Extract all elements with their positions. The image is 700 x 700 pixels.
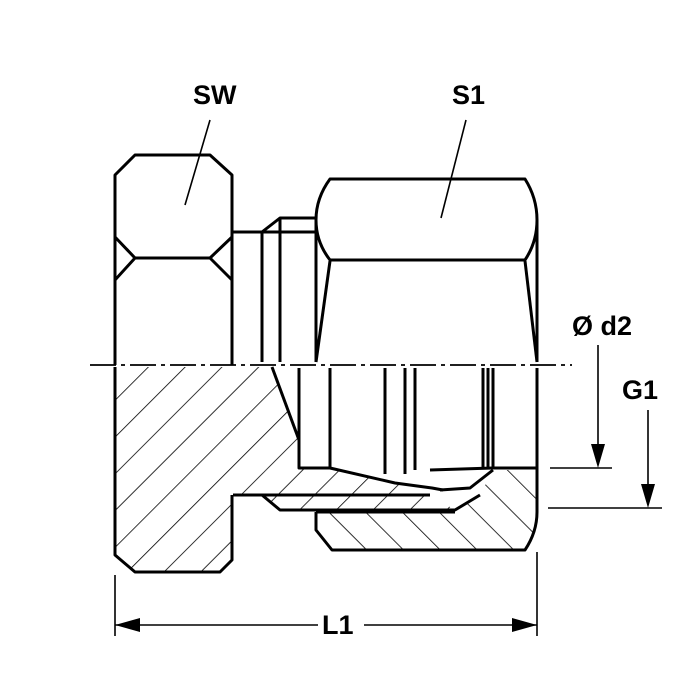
section-plug-body	[115, 367, 299, 572]
d2-label: Ø d2	[572, 311, 633, 341]
sw-hex-body	[113, 153, 234, 365]
s1-hex-body	[314, 177, 539, 363]
neck	[232, 216, 316, 362]
bore-lines	[383, 368, 495, 474]
section-nut	[316, 470, 537, 550]
s1-label: S1	[452, 80, 486, 110]
d2-dimension	[550, 345, 612, 469]
g1-label: G1	[622, 375, 659, 405]
s1-leader	[440, 119, 467, 219]
l1-dimension	[114, 552, 538, 640]
sw-label: SW	[193, 80, 237, 110]
sw-leader	[184, 119, 211, 206]
g1-dimension	[548, 410, 662, 509]
l1-label: L1	[322, 610, 354, 640]
